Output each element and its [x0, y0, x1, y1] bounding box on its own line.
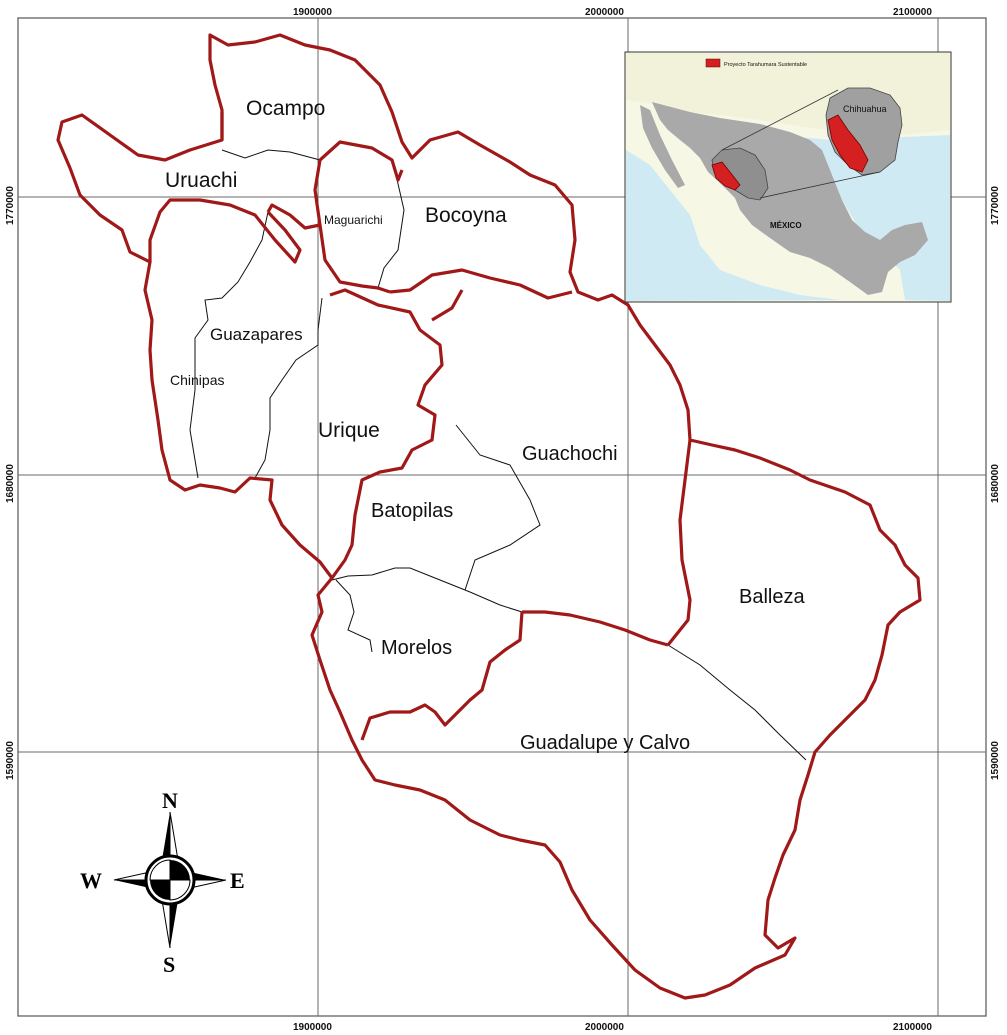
inset-study-area-enlarged — [827, 114, 869, 173]
label-batopilas: Batopilas — [371, 500, 453, 522]
compass-label-n: N — [162, 788, 178, 813]
inset-connector-top — [721, 89, 839, 151]
tick-label-x-top-1: 1900000 — [293, 7, 332, 18]
boundary-maguarichi-south — [318, 224, 391, 294]
inset-map: Proyecto Tarahumara Sustentable Chihuahu… — [624, 51, 952, 303]
inset-gulf-water — [780, 135, 950, 301]
label-morelos: Morelos — [381, 637, 452, 659]
boundary-uruachi-guazapares — [189, 211, 269, 479]
label-chinipas: Chinipas — [170, 372, 224, 388]
boundary-balleza-guadalupe — [667, 644, 807, 761]
compass-rose: N S E W — [80, 788, 245, 977]
label-guachochi: Guachochi — [522, 443, 618, 465]
boundary-maguarichi-bocoyna — [377, 174, 405, 289]
boundary-guachochi-balleza — [666, 439, 692, 646]
boundary-maguarichi-west — [266, 159, 322, 230]
boundary-guachochi-west — [431, 289, 464, 322]
inset-connector-bottom — [759, 171, 881, 199]
tick-label-x-top-2: 2000000 — [585, 7, 624, 18]
tick-label-x-top-3: 2100000 — [893, 7, 932, 18]
inner-boundaries — [189, 149, 807, 761]
label-guadalupe-y-calvo: Guadalupe y Calvo — [520, 732, 690, 754]
compass-label-s: S — [163, 952, 175, 977]
label-balleza: Balleza — [739, 586, 805, 608]
tick-label-y-right-1: 1770000 — [990, 186, 1001, 225]
boundary-guachochi-batopilas — [455, 424, 541, 591]
label-urique: Urique — [318, 419, 380, 442]
label-uruachi: Uruachi — [165, 169, 237, 192]
boundary-ocampo-uruachi — [221, 149, 321, 161]
inset-chihuahua-label: Chihuahua — [843, 104, 887, 114]
boundary-uruachi-west — [148, 198, 302, 264]
tick-label-y-left-2: 1680000 — [5, 464, 16, 503]
tick-label-y-right-3: 1590000 — [990, 741, 1001, 780]
inset-legend-label: Proyecto Tarahumara Sustentable — [724, 62, 807, 68]
tick-label-x-bottom-3: 2100000 — [893, 1022, 932, 1033]
tick-label-y-left-3: 1590000 — [5, 741, 16, 780]
tick-label-y-left-1: 1770000 — [5, 186, 16, 225]
boundary-guadalupe-north — [522, 610, 669, 647]
boundary-bocoyna-south — [389, 268, 573, 300]
compass-label-e: E — [230, 868, 245, 893]
boundary-urique-east — [329, 288, 444, 579]
label-bocoyna: Bocoyna — [425, 204, 507, 227]
tick-label-y-right-2: 1680000 — [990, 464, 1001, 503]
municipal-boundaries-red — [56, 33, 922, 1000]
inset-legend-swatch — [705, 58, 721, 68]
compass-label-w: W — [80, 868, 102, 893]
boundary-maguarichi-outline — [318, 140, 404, 182]
map-frame — [17, 17, 987, 1017]
inset-mexico-label: MÉXICO — [770, 221, 802, 230]
boundary-morelos-west — [335, 579, 373, 653]
boundary-morelos-batopilas — [331, 567, 523, 613]
tick-label-x-bottom-2: 2000000 — [585, 1022, 624, 1033]
region-outline — [56, 33, 922, 1000]
boundary-morelos-east — [360, 611, 524, 741]
inset-water — [626, 150, 840, 301]
inset-baja-california — [640, 105, 685, 188]
tick-label-x-bottom-1: 1900000 — [293, 1022, 332, 1033]
label-guazapares: Guazapares — [210, 325, 303, 344]
label-maguarichi: Maguarichi — [324, 213, 383, 227]
boundary-guazapares-urique — [254, 297, 323, 479]
municipality-labels: Ocampo Uruachi Maguarichi Bocoyna Guazap… — [165, 97, 805, 754]
inset-mexico-land — [652, 102, 928, 295]
inset-study-area-small — [711, 161, 741, 191]
label-ocampo: Ocampo — [246, 97, 325, 120]
